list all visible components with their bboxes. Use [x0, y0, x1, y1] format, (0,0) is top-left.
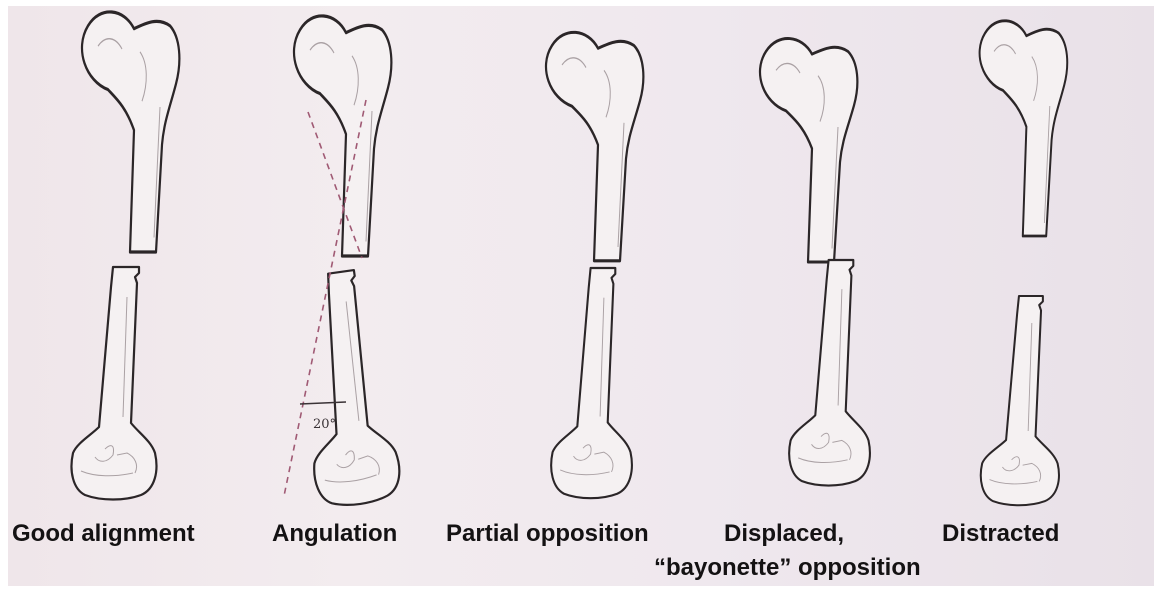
label-distracted: Distracted — [942, 519, 1059, 549]
bone-good-alignment — [72, 12, 180, 500]
bone-angulation: 20° — [284, 16, 404, 510]
label-partial-opposition: Partial opposition — [446, 519, 649, 549]
bone-distracted — [980, 21, 1068, 505]
label-bayonette-opposition: “bayonette” opposition — [654, 553, 921, 583]
bone-partial-opposition — [546, 32, 643, 498]
bone-displaced-bayonette — [760, 39, 870, 486]
label-good-alignment: Good alignment — [12, 519, 195, 549]
label-displaced: Displaced, — [724, 519, 844, 549]
label-angulation: Angulation — [272, 519, 397, 549]
angle-label: 20° — [313, 417, 336, 432]
